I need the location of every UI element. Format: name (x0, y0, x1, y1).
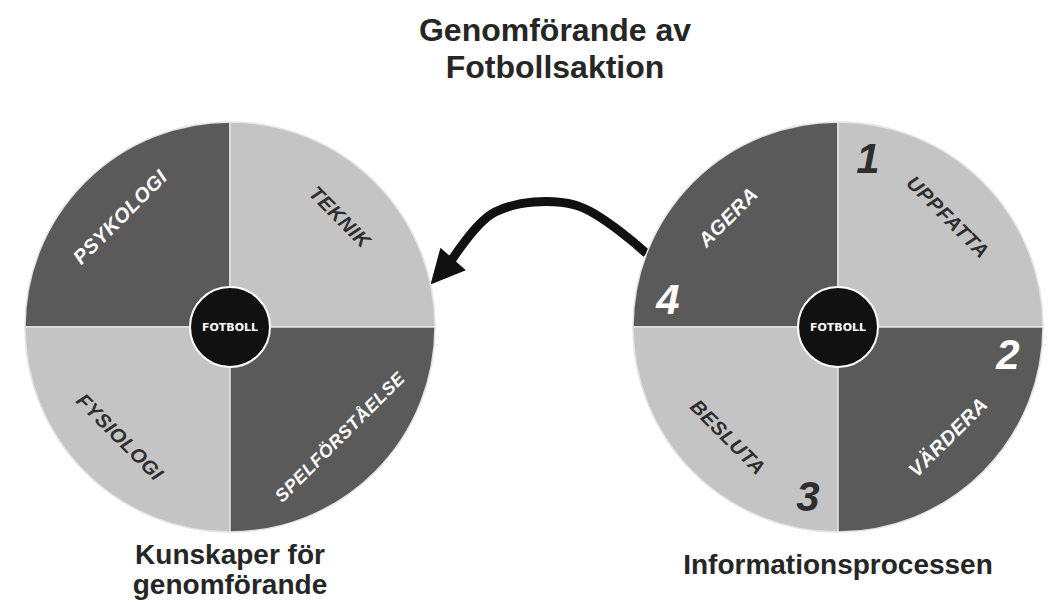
center-circle: FOTBOLL (796, 285, 880, 369)
curved-arrow (431, 202, 647, 285)
step-number: 1 (856, 138, 879, 180)
quadrant-shape (633, 327, 838, 532)
step-number: 3 (796, 476, 819, 518)
arrow-shaft (450, 202, 646, 262)
quadrant-shape (230, 327, 435, 532)
wheel-diagram: InformationsprocessenAGERA4UPPFATTA1BESL… (633, 122, 1043, 532)
quadrant-shape (633, 122, 838, 327)
center-disc (190, 287, 270, 367)
wheel-quadrant: SPELFÖRSTÅELSE (230, 327, 435, 532)
arrow-head (431, 248, 466, 285)
wheel-caption: Kunskaper för genomförande (95, 540, 365, 600)
wheel-diagram: Kunskaper för genomförandePSYKOLOGITEKNI… (25, 122, 435, 532)
quadrant-shape (838, 327, 1043, 532)
quadrant-shape (230, 327, 435, 532)
center-disc (798, 287, 878, 367)
wheel-outline (634, 123, 1043, 532)
wheel-quadrant: AGERA4 (633, 122, 838, 327)
step-number: 2 (996, 334, 1019, 376)
quadrant-shape (838, 122, 1043, 327)
quadrant-shape (230, 122, 435, 327)
center-label: FOTBOLL (202, 322, 258, 333)
wheel-quadrant: VÄRDERA2 (838, 327, 1043, 532)
quadrant-shape (25, 327, 230, 532)
diagram-title: Genomförande av Fotbollsaktion (385, 12, 725, 86)
wheel-caption: Informationsprocessen (683, 550, 993, 580)
wheel-outline (26, 123, 435, 532)
wheel-quadrant: BESLUTA3 (633, 327, 838, 532)
quadrant-shape (25, 122, 230, 327)
wheel-quadrant: PSYKOLOGI (25, 122, 230, 327)
wheel-quadrant: FYSIOLOGI (25, 327, 230, 532)
wheel-quadrant: TEKNIK (230, 122, 435, 327)
center-label: FOTBOLL (810, 322, 866, 333)
step-number: 4 (656, 279, 679, 321)
wheel-quadrant: UPPFATTA1 (838, 122, 1043, 327)
center-circle: FOTBOLL (188, 285, 272, 369)
quadrant-shape (25, 122, 230, 327)
